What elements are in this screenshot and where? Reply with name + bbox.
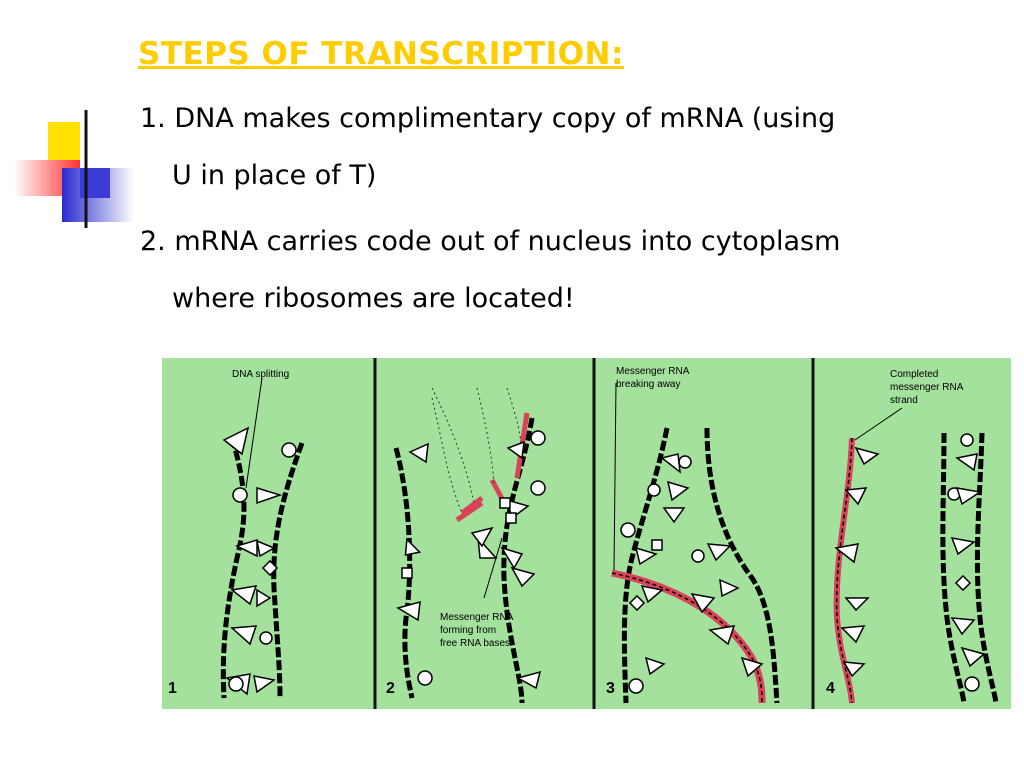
panel-4-number: 4 [826,680,835,697]
panel-4-label-line: Completed [890,369,938,380]
panel-2: Messenger RNA forming from free RNA base… [386,387,546,704]
bullet-1-line-2: U in place of T) [172,160,377,191]
panel-2-number: 2 [386,680,395,697]
panel-3: Messenger RNA breaking away 3 [606,366,780,704]
panel-1-number: 1 [168,680,177,697]
panel-2-label-line: forming from [440,625,496,636]
panel-2-label-line: free RNA bases [440,638,510,649]
bullet-1-line-1: 1. DNA makes complimentary copy of mRNA … [140,103,836,134]
panel-1-label-line: DNA splitting [232,369,289,380]
label-pointer [613,382,617,571]
label-pointer [483,537,503,599]
label-pointer [245,377,263,489]
bullet-2-line-2: where ribosomes are located! [172,283,575,314]
slide-decoration [14,110,1010,228]
bullet-2-line-1: 2. mRNA carries code out of nucleus into… [140,226,841,257]
panel-3-label-line: Messenger RNA [616,366,690,377]
slide-title: STEPS OF TRANSCRIPTION: [138,36,624,72]
panel-3-number: 3 [606,680,615,697]
panel-4-label-line: strand [890,395,918,406]
panel-1: DNA splitting 1 [168,369,305,699]
label-pointer [854,407,903,441]
panel-4: Completed messenger RNA strand 4 [826,369,999,704]
transcription-figure: DNA splitting 1 [162,358,1011,709]
panel-3-label-line: breaking away [616,379,680,390]
panel-2-label-line: Messenger RNA [440,612,514,623]
panel-4-label-line: messenger RNA [890,382,964,393]
figure-background [162,358,1011,709]
